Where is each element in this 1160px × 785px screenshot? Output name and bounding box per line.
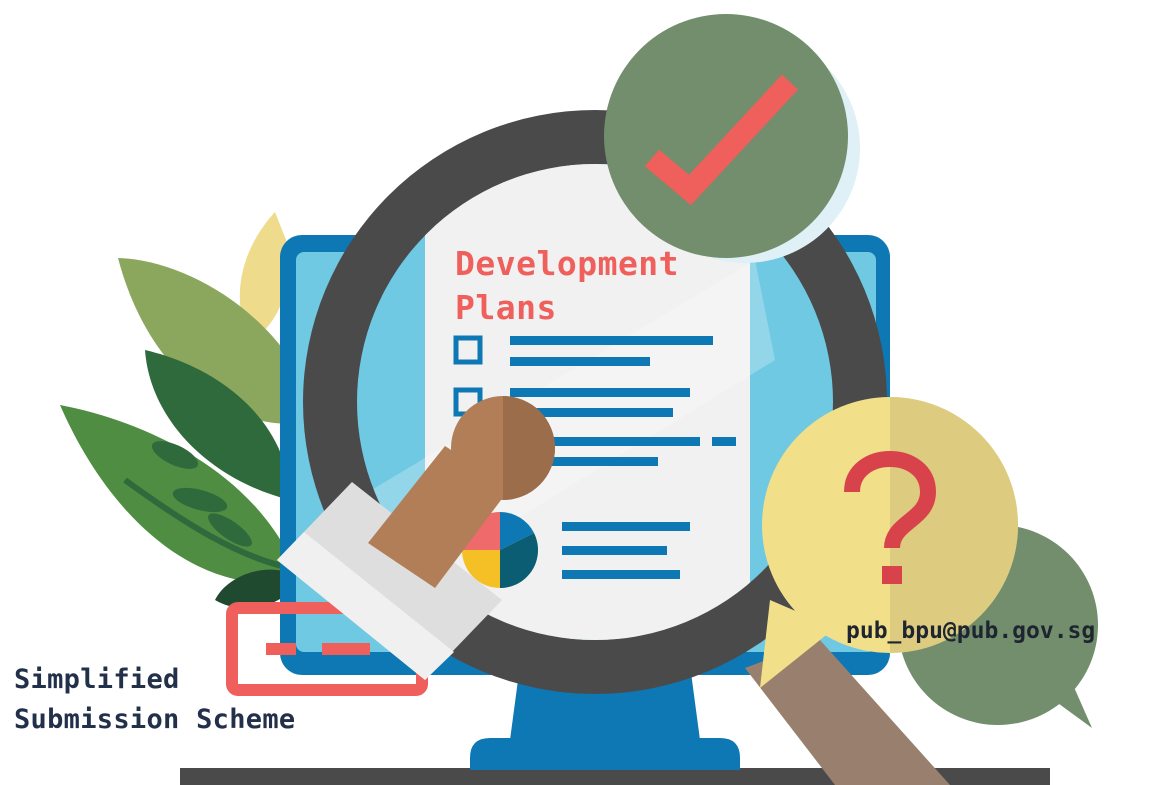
question-bubble-icon bbox=[760, 397, 1018, 688]
leaf-icon bbox=[60, 212, 320, 609]
pie-chart-icon bbox=[462, 512, 539, 588]
document-title: Plans bbox=[455, 288, 557, 327]
magnifier-handle bbox=[745, 640, 950, 785]
checkbox-icon bbox=[453, 335, 483, 365]
scheme-title: Submission Scheme bbox=[14, 704, 296, 735]
contact-email: pub_bpu@pub.gov.sg bbox=[846, 618, 1096, 644]
checkmark-icon bbox=[604, 14, 860, 263]
stamp-icon bbox=[226, 396, 555, 696]
scheme-title: Simplified bbox=[14, 664, 180, 695]
document-title: Development bbox=[455, 244, 680, 283]
